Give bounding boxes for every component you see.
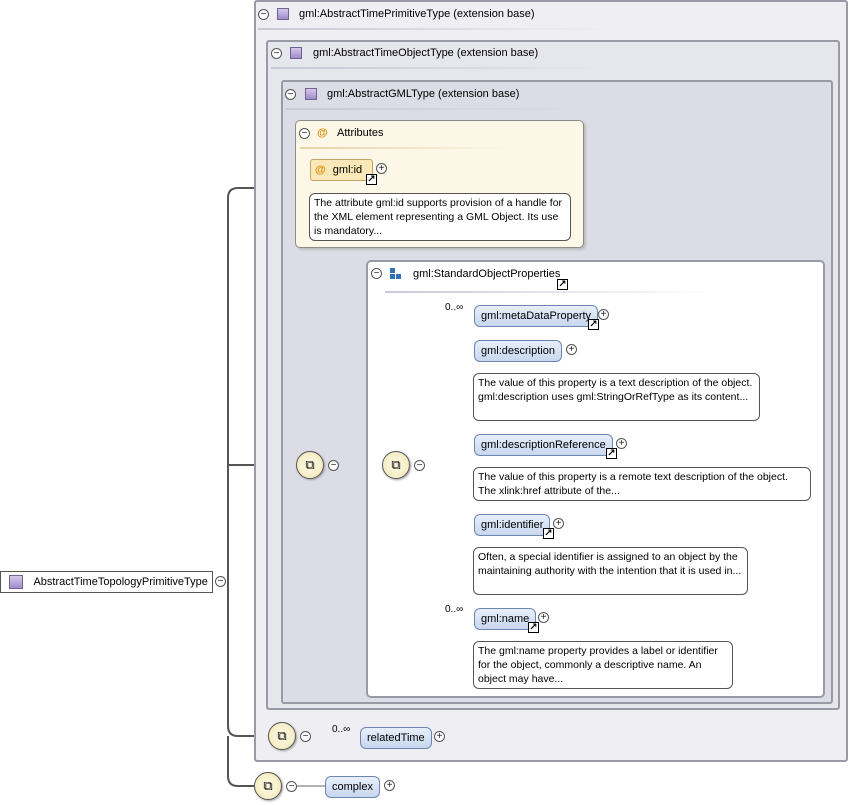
sequence-compositor-icon: ⧉ xyxy=(268,722,296,750)
attribute-documentation: The attribute gml:id supports provision … xyxy=(309,193,571,241)
cardinality-label: 0..∞ xyxy=(445,604,464,615)
collapse-icon[interactable]: − xyxy=(258,9,269,20)
reference-arrow-icon[interactable]: ↗ xyxy=(588,319,599,330)
group-icon xyxy=(390,268,402,280)
expand-icon[interactable]: + xyxy=(598,309,609,320)
extension-label: gml:AbstractGMLType (extension base) xyxy=(327,88,520,100)
element-gml-descriptionreference[interactable]: gml:descriptionReference xyxy=(474,434,613,456)
separator xyxy=(271,67,611,69)
extension-label: gml:AbstractTimePrimitiveType (extension… xyxy=(299,8,535,20)
element-gml-name[interactable]: gml:name xyxy=(474,608,537,630)
complex-type-icon xyxy=(277,8,289,20)
expand-icon[interactable]: + xyxy=(616,438,627,449)
attribute-gml-id[interactable]: @ gml:id xyxy=(310,159,373,181)
expand-icon[interactable]: + xyxy=(566,344,577,355)
collapse-icon[interactable]: − xyxy=(300,731,311,742)
expand-icon[interactable]: + xyxy=(376,163,387,174)
expand-icon[interactable]: + xyxy=(553,518,564,529)
root-type-box[interactable]: AbstractTimeTopologyPrimitiveType xyxy=(0,571,213,593)
expand-icon[interactable]: + xyxy=(538,612,549,623)
collapse-icon[interactable]: − xyxy=(328,460,339,471)
collapse-icon[interactable]: − xyxy=(215,576,226,587)
extension-label: gml:AbstractTimeObjectType (extension ba… xyxy=(313,47,539,59)
attributes-title: Attributes xyxy=(337,127,384,139)
element-documentation: The gml:name property provides a label o… xyxy=(473,641,733,689)
reference-arrow-icon[interactable]: ↗ xyxy=(557,279,568,290)
complex-type-icon xyxy=(305,88,317,100)
collapse-icon[interactable]: − xyxy=(271,48,282,59)
complex-type-icon xyxy=(9,575,23,590)
collapse-icon[interactable]: − xyxy=(286,781,297,792)
reference-arrow-icon[interactable]: ↗ xyxy=(528,622,539,633)
separator xyxy=(285,108,585,110)
element-gml-description[interactable]: gml:description xyxy=(474,340,562,362)
cardinality-label: 0..∞ xyxy=(332,724,351,735)
element-documentation: The value of this property is a text des… xyxy=(473,373,760,421)
reference-arrow-icon[interactable]: ↗ xyxy=(543,528,554,539)
root-type-name: AbstractTimeTopologyPrimitiveType xyxy=(33,576,208,588)
element-gml-identifier[interactable]: gml:identifier xyxy=(474,514,551,536)
element-documentation: Often, a special identifier is assigned … xyxy=(473,547,748,595)
reference-arrow-icon[interactable]: ↗ xyxy=(366,174,377,185)
collapse-icon[interactable]: − xyxy=(285,89,296,100)
collapse-icon[interactable]: − xyxy=(371,268,382,279)
sequence-compositor-icon: ⧉ xyxy=(254,772,282,800)
cardinality-label: 0..∞ xyxy=(445,302,464,313)
attribute-at-icon: @ xyxy=(317,127,328,139)
separator xyxy=(258,28,618,30)
complex-type-icon xyxy=(290,47,302,59)
reference-arrow-icon[interactable]: ↗ xyxy=(606,448,617,459)
element-complex[interactable]: complex xyxy=(325,776,380,798)
attribute-at-icon: @ xyxy=(315,164,326,176)
group-title: gml:StandardObjectProperties xyxy=(413,268,561,280)
element-gml-metadataproperty[interactable]: gml:metaDataProperty xyxy=(474,305,599,327)
collapse-icon[interactable]: − xyxy=(414,460,425,471)
element-relatedtime[interactable]: relatedTime xyxy=(360,727,432,749)
attribute-name: gml:id xyxy=(332,164,363,176)
sequence-compositor-icon: ⧉ xyxy=(296,451,324,479)
collapse-icon[interactable]: − xyxy=(299,128,310,139)
expand-icon[interactable]: + xyxy=(384,780,395,791)
separator xyxy=(300,147,510,149)
element-documentation: The value of this property is a remote t… xyxy=(473,467,811,501)
separator xyxy=(385,291,715,293)
sequence-compositor-icon: ⧉ xyxy=(382,451,410,479)
expand-icon[interactable]: + xyxy=(434,731,445,742)
